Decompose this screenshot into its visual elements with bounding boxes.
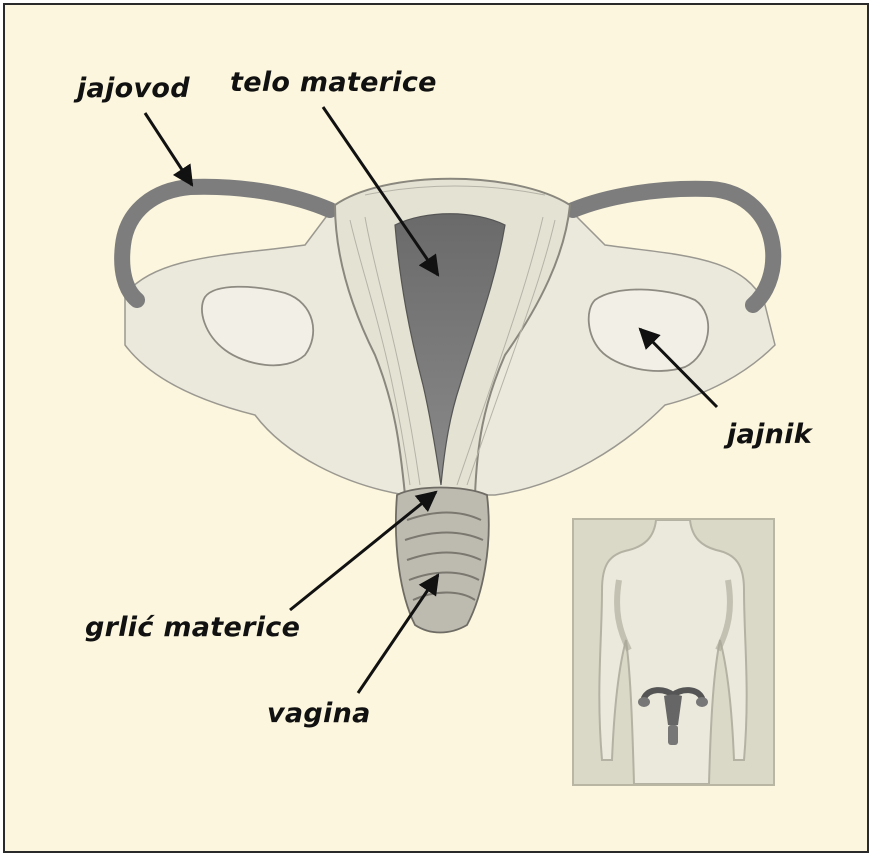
diagram-frame: jajovod telo materice jajnik grlić mater…	[3, 3, 869, 853]
arrow-jajovod	[145, 113, 192, 185]
label-telo-materice: telo materice	[230, 67, 437, 98]
arrow-vagina	[358, 575, 438, 693]
label-jajovod: jajovod	[77, 73, 190, 104]
label-vagina: vagina	[267, 698, 371, 729]
body-inset	[572, 518, 775, 786]
body-silhouette	[574, 520, 773, 784]
label-grlic-materice: grlić materice	[85, 612, 300, 643]
label-jajnik: jajnik	[727, 419, 812, 450]
